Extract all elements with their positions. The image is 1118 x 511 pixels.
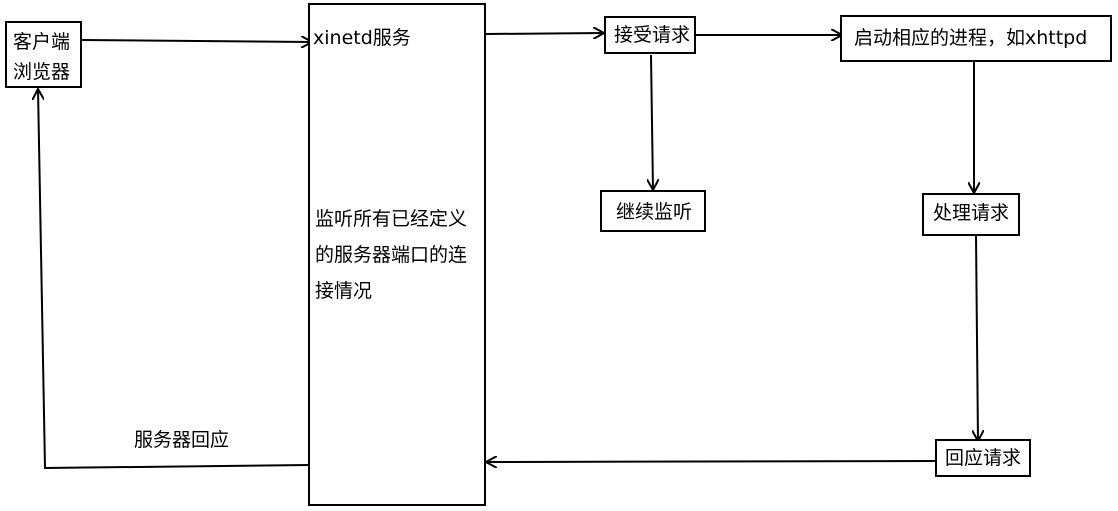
arrow-xinetd-to-client [38,89,310,470]
accept-request-box: 接受请求 [604,16,696,54]
respond-request-label: 回应请求 [945,447,1022,469]
server-reply-label: 服务器回应 [134,429,230,451]
handle-request-box: 处理请求 [922,193,1020,236]
arrow-accept-to-continue [651,54,653,190]
continue-listening-box: 继续监听 [600,190,706,232]
xinetd-service-box: xinetd服务 监听所有已经定义的服务器端口的连接情况 [308,3,486,506]
start-process-box: 启动相应的进程，如xhttpd [840,15,1112,62]
xinetd-service-title: xinetd服务 [313,27,411,49]
arrow-xinetd-to-accept [485,33,604,34]
continue-listening-label: 继续监听 [616,201,693,223]
handle-request-label: 处理请求 [933,202,1010,224]
arrow-client-to-xinetd [81,40,312,42]
respond-request-box: 回应请求 [935,439,1031,477]
start-process-label: 启动相应的进程，如xhttpd [854,27,1088,49]
client-browser-label: 客户端 浏览器 [13,31,71,83]
accept-request-label: 接受请求 [614,24,691,46]
arrow-handle-to-respond [976,235,978,441]
client-browser-box: 客户端 浏览器 [5,21,82,88]
xinetd-service-description: 监听所有已经定义的服务器端口的连接情况 [315,208,468,302]
arrow-respond-to-xinetd [486,461,936,462]
